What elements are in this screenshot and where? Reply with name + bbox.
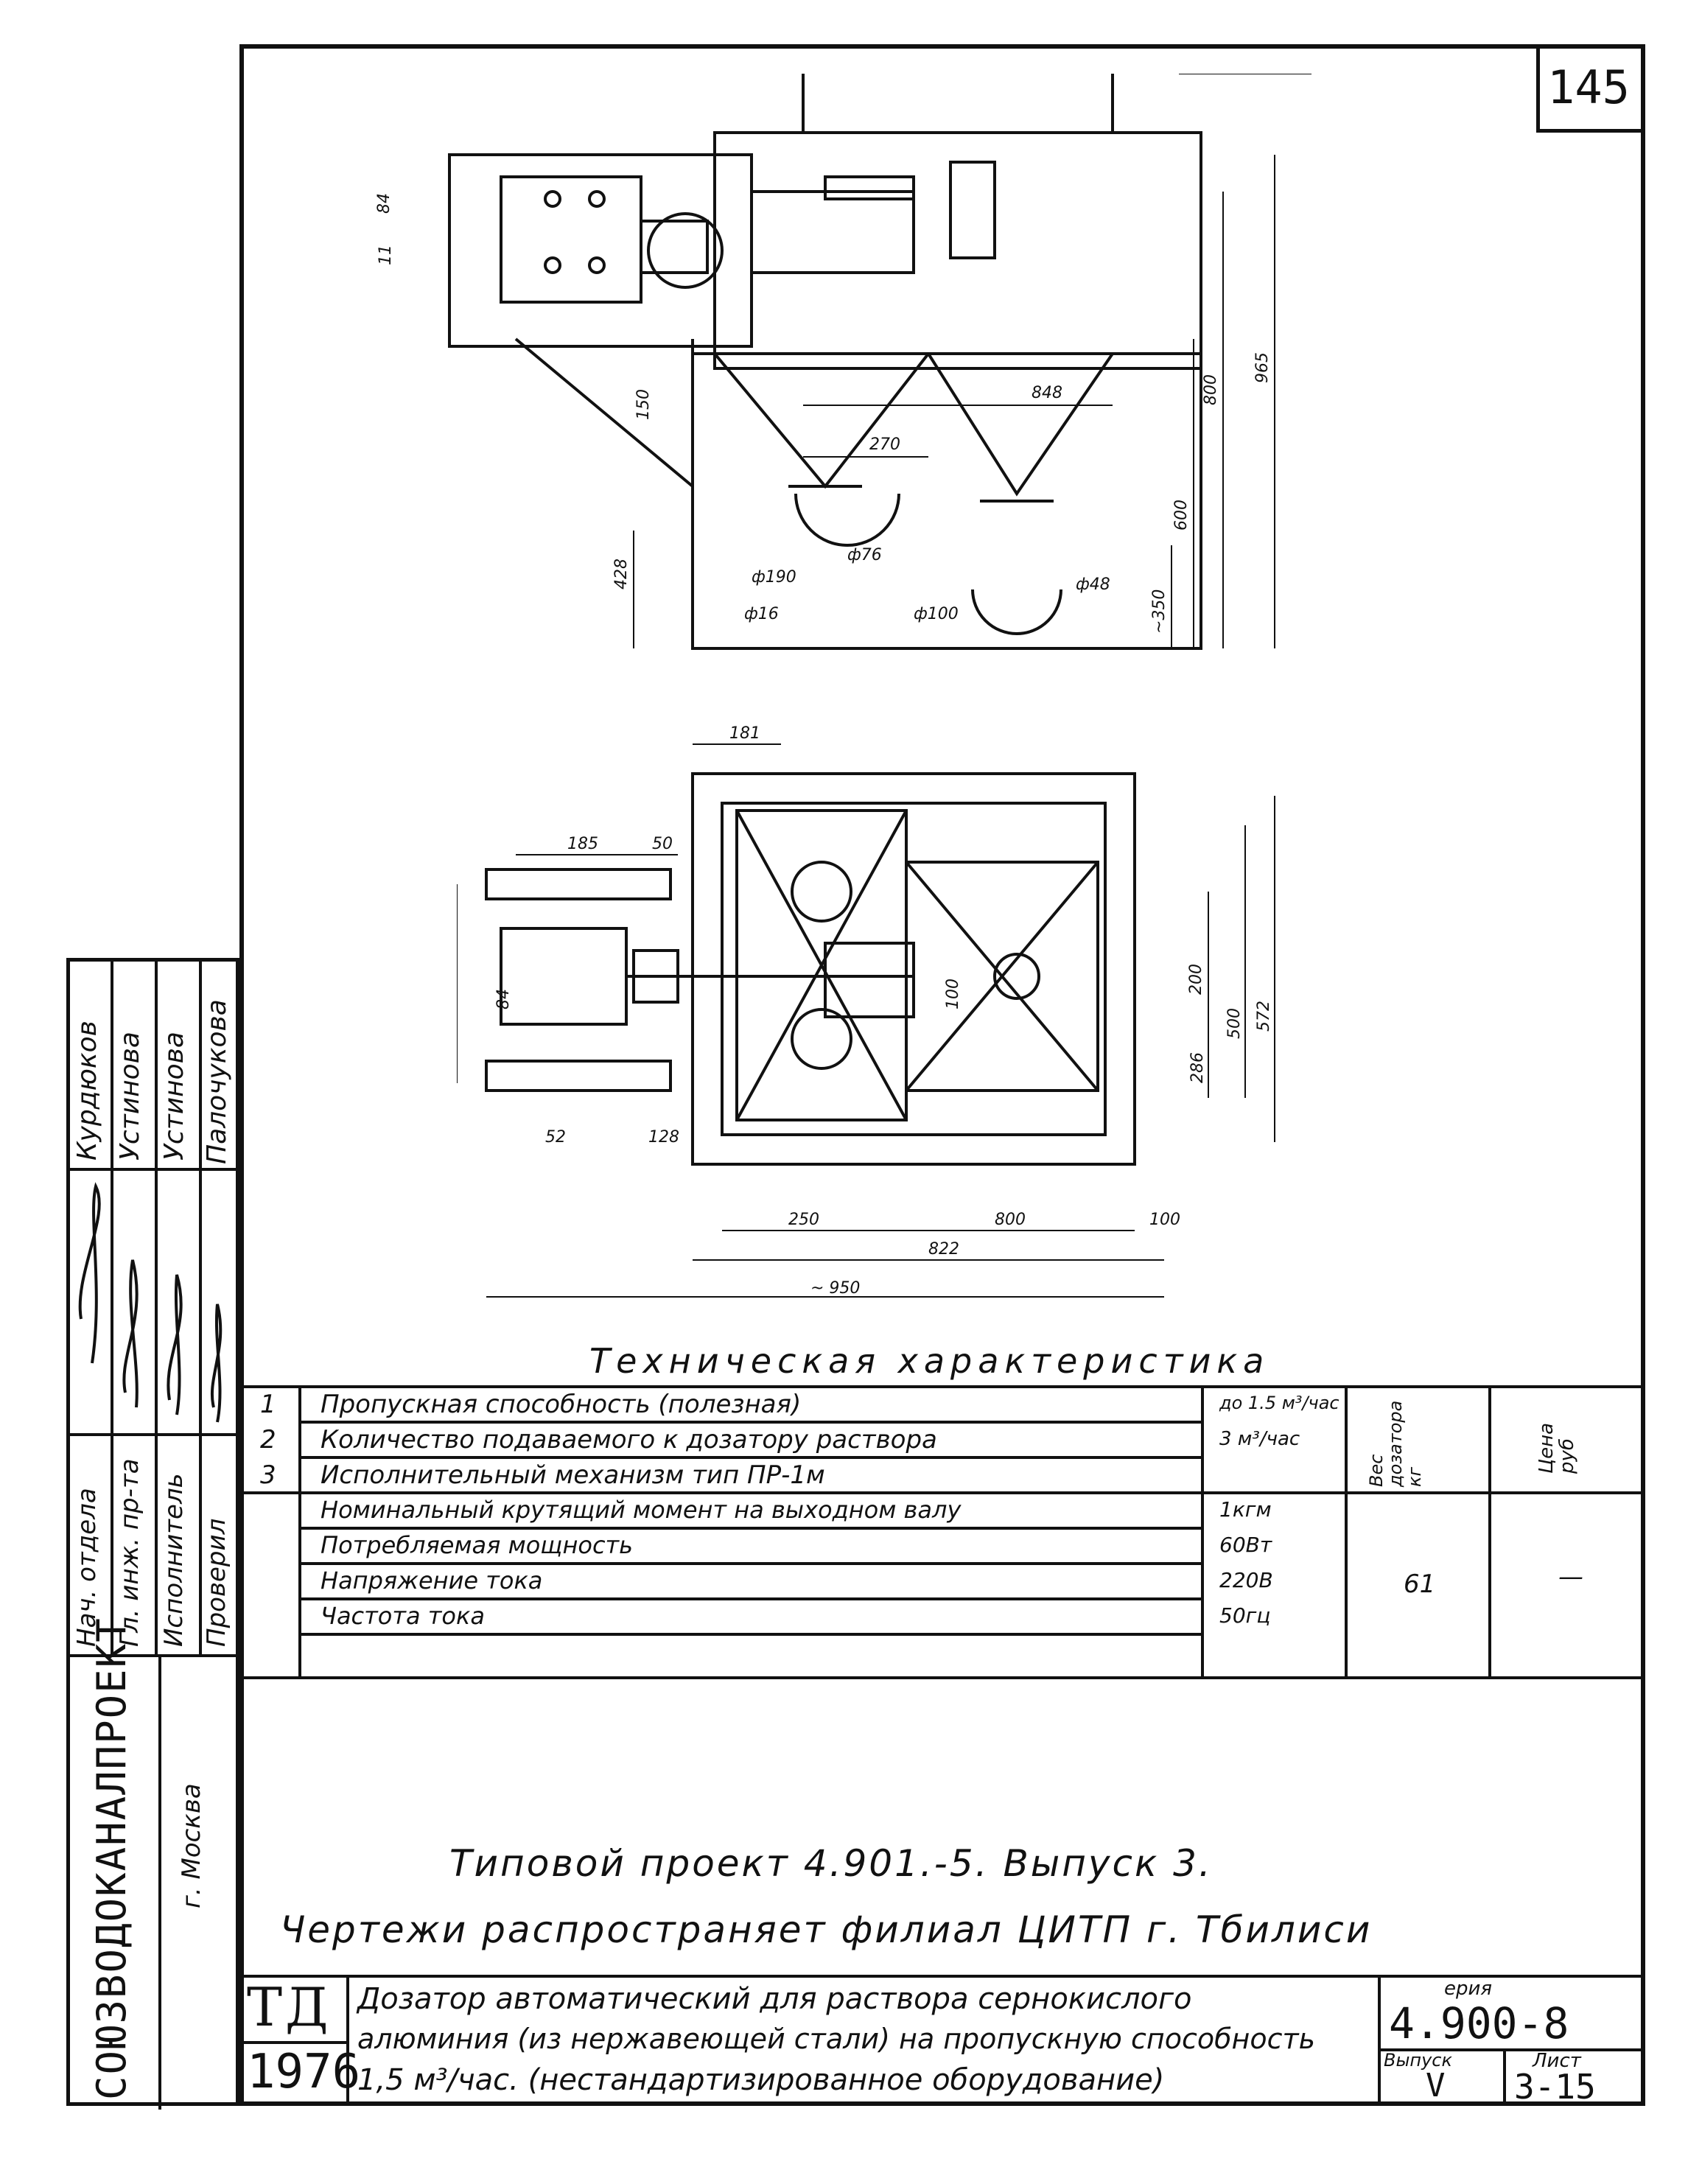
spec-row-value: 60Вт <box>1219 1533 1272 1557</box>
plan-motor <box>500 927 628 1026</box>
spec-row-text: Потребляемая мощность <box>321 1531 634 1559</box>
plan-dim-286: 286 <box>1188 1052 1207 1083</box>
plan-dim-800: 800 <box>995 1211 1026 1229</box>
spec-row-num: 1 <box>260 1390 276 1419</box>
year: 1976 <box>247 2045 361 2099</box>
plan-outer <box>691 772 1136 1166</box>
spec-row-value: 220В <box>1219 1568 1273 1592</box>
project-line-2: Чертежи распространяет филиал ЦИТП г. Тб… <box>280 1908 1373 1951</box>
spec-row-text: Количество подаваемого к дозатору раство… <box>321 1425 937 1455</box>
spec-row-value: до 1.5 м³/час <box>1219 1393 1339 1413</box>
spec-title: Техническая характеристика <box>589 1341 1270 1381</box>
tank-body <box>713 131 1202 370</box>
spec-row-num: 2 <box>260 1425 276 1455</box>
organization-city: г. Москва <box>177 1783 206 1908</box>
spec-row-value: 3 м³/час <box>1219 1428 1300 1450</box>
plan-dim-50: 50 <box>652 835 673 853</box>
price-value: — <box>1558 1562 1583 1592</box>
name-paluchukova: Палочукова <box>202 999 232 1164</box>
name-ustinova-1: Устинова <box>115 1032 145 1161</box>
spec-table: 1 Пропускная способность (полезная) до 1… <box>239 1385 1645 1680</box>
lower-frame <box>691 352 1202 650</box>
dim-848: 848 <box>1032 384 1062 402</box>
spec-row-text: Частота тока <box>321 1602 485 1630</box>
plan-dim-181: 181 <box>729 724 760 743</box>
plan-dim-950: ~ 950 <box>810 1279 860 1298</box>
plan-dim-52: 52 <box>545 1128 566 1147</box>
plan-dim-84: 84 <box>494 989 513 1009</box>
price-header: Цена руб <box>1535 1422 1578 1474</box>
name-ustinova-2: Устинова <box>159 1032 189 1161</box>
signatures <box>78 1182 223 1423</box>
side-stamp <box>66 958 239 2110</box>
weight-value: 61 <box>1404 1569 1436 1599</box>
plan-dim-572: 572 <box>1255 1001 1273 1032</box>
plan-dim-128: 128 <box>648 1128 679 1147</box>
spec-row-text: Пропускная способность (полезная) <box>321 1390 802 1419</box>
drawing-frame <box>239 44 1645 2106</box>
dim-800: 800 <box>1202 374 1220 405</box>
plan-view-drawing: 181 185 50 225 84 100 200 500 572 286 52… <box>457 724 1275 1298</box>
spec-row-text: Напряжение тока <box>321 1567 543 1595</box>
dim-84: 84 <box>375 193 393 214</box>
sheet-label: Лист <box>1533 2050 1581 2072</box>
series-label: ерия <box>1444 1978 1493 2000</box>
sheet-number-box: 145 <box>1536 44 1645 133</box>
issue-label: Выпуск <box>1384 2050 1452 2071</box>
dim-600: 600 <box>1172 500 1191 531</box>
plan-dim-200: 200 <box>1187 964 1205 995</box>
dim-350: ~350 <box>1150 589 1169 634</box>
td-mark: ТД <box>247 1976 332 2038</box>
role-checked: Проверил <box>202 1518 231 1647</box>
dim-d100: ф100 <box>914 605 959 623</box>
side-view-drawing: 84 11 150 270 848 800 965 600 428 ~350 ф… <box>375 74 1311 650</box>
dim-270: 270 <box>869 435 900 454</box>
spec-row-text: Номинальный крутящий момент на выходном … <box>321 1496 962 1524</box>
spec-row-num: 3 <box>260 1460 276 1490</box>
project-line-1: Типовой проект 4.901.-5. Выпуск 3. <box>449 1842 1213 1885</box>
plan-dim-822: 822 <box>928 1240 959 1259</box>
plan-dim-500: 500 <box>1225 1008 1244 1039</box>
organization-name: СОЮЗВОДОКАНАЛПРОЕКТ <box>88 1617 135 2100</box>
spec-row-value: 50гц <box>1219 1603 1271 1628</box>
dim-11: 11 <box>377 245 395 265</box>
plan-dim-185: 185 <box>567 835 598 853</box>
dim-d16: ф16 <box>744 605 779 623</box>
weight-header: Вес дозатора кг <box>1366 1400 1425 1487</box>
dim-965: 965 <box>1253 352 1272 383</box>
spec-row-value: 1кгм <box>1219 1497 1272 1522</box>
dim-d48: ф48 <box>1076 575 1110 594</box>
dim-d76: ф76 <box>847 546 882 564</box>
sheet-number: 145 <box>1547 60 1630 114</box>
plan-dim-100b: 100 <box>1149 1211 1180 1229</box>
name-kurdyukov: Курдюков <box>72 1021 102 1161</box>
description-line-1: Дозатор автоматический для раствора серн… <box>357 1982 1192 2016</box>
series-value: 4.900-8 <box>1389 1998 1569 2048</box>
dim-d190: ф190 <box>752 568 796 587</box>
sheet-value: 3-15 <box>1514 2067 1596 2107</box>
issue-value: V <box>1426 2067 1446 2104</box>
plan-dim-100: 100 <box>944 979 962 1009</box>
plan-dim-250: 250 <box>788 1211 819 1229</box>
motor <box>500 175 642 304</box>
dim-150: 150 <box>634 389 653 420</box>
description-line-3: 1,5 м³/час. (нестандартизированное обору… <box>357 2063 1165 2097</box>
spec-row-text: Исполнительный механизм тип ПР-1м <box>321 1460 825 1490</box>
title-block-top-line <box>239 1975 1645 1978</box>
role-executor: Исполнитель <box>159 1473 189 1647</box>
dim-428: 428 <box>612 559 631 589</box>
description-line-2: алюминия (из нержавеющей стали) на пропу… <box>357 2023 1316 2055</box>
